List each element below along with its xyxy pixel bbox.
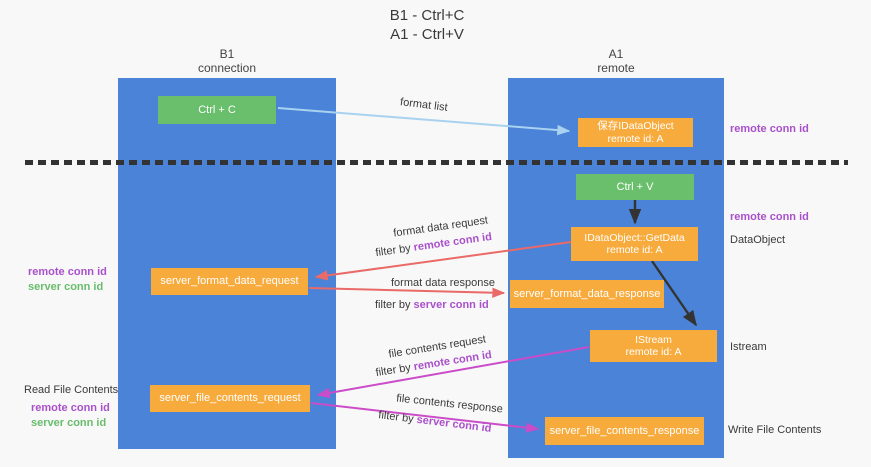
- save-idataobject-box: 保存IDataObject remote id: A: [578, 118, 693, 147]
- idataobject-getdata-box: IDataObject::GetData remote id: A: [571, 227, 698, 261]
- column-b1-name: B1: [219, 47, 235, 61]
- file-contents-response-label: file contents response: [395, 392, 504, 416]
- filter-by-remote-conn-id-label-1: filter by remote conn id: [375, 231, 493, 259]
- istream-sidelabel: Istream: [730, 341, 767, 353]
- getdata-label: IDataObject::GetData: [584, 231, 685, 244]
- column-header-a1: A1 remote: [556, 47, 676, 75]
- server-conn-id-highlight: server conn id: [413, 299, 489, 311]
- column-a1-subtitle: remote: [597, 61, 635, 75]
- column-a1-name: A1: [608, 47, 624, 61]
- save-idataobject-remote-id: remote id: A: [607, 132, 664, 145]
- filter-by-server-conn-id-label-2: filter by server conn id: [378, 409, 492, 435]
- ctrl-c-label: Ctrl + C: [198, 103, 236, 116]
- server-file-contents-request-box: server_file_contents_request: [150, 385, 310, 412]
- server-conn-id-highlight: server conn id: [415, 413, 493, 435]
- title-line-1: B1 - Ctrl+C: [389, 7, 465, 24]
- diagram-title: B1 - Ctrl+C A1 - Ctrl+V: [327, 6, 527, 44]
- filter-by-prefix: filter by: [374, 242, 412, 260]
- format-list-label: format list: [399, 96, 449, 114]
- column-header-b1: B1 connection: [167, 47, 287, 75]
- ctrl-v-label: Ctrl + V: [616, 180, 654, 193]
- remote-conn-id-sidelabel-1: remote conn id: [730, 123, 809, 135]
- save-idataobject-label: 保存IDataObject: [597, 120, 674, 132]
- remote-conn-id-sidelabel-2: remote conn id: [730, 211, 809, 223]
- filter-by-prefix: filter by: [375, 299, 411, 311]
- istream-remote-id: remote id: A: [625, 346, 682, 358]
- column-b1-subtitle: connection: [197, 61, 257, 75]
- format-data-response-label: format data response: [391, 277, 495, 289]
- server-format-data-response-box: server_format_data_response: [510, 280, 664, 308]
- server-conn-id-sidelabel-left-2: server conn id: [31, 417, 107, 429]
- server-format-data-request-box: server_format_data_request: [151, 268, 308, 295]
- istream-label: IStream: [635, 333, 672, 346]
- server-file-contents-request-label: server_file_contents_request: [159, 392, 301, 404]
- server-file-contents-response-label: server_file_contents_response: [549, 424, 700, 437]
- getdata-remote-id: remote id: A: [606, 244, 663, 256]
- remote-conn-id-sidelabel-left-2: remote conn id: [31, 402, 110, 414]
- filter-by-prefix: filter by: [377, 409, 415, 426]
- divider-dashed-line: [25, 160, 848, 165]
- dataobject-sidelabel: DataObject: [730, 234, 786, 246]
- title-line-2: A1 - Ctrl+V: [390, 26, 464, 43]
- ctrl-v-box: Ctrl + V: [576, 174, 694, 200]
- write-file-contents-sidelabel: Write File Contents: [728, 424, 822, 436]
- remote-conn-id-sidelabel-left-1: remote conn id: [28, 266, 107, 278]
- server-format-data-request-label: server_format_data_request: [160, 275, 299, 287]
- filter-by-server-conn-id-label-1: filter by server conn id: [375, 299, 489, 311]
- istream-box: IStream remote id: A: [590, 330, 717, 362]
- server-format-data-response-label: server_format_data_response: [513, 287, 661, 300]
- ctrl-c-box: Ctrl + C: [158, 96, 276, 124]
- server-file-contents-response-box: server_file_contents_response: [545, 417, 704, 445]
- read-file-contents-sidelabel: Read File Contents: [24, 384, 119, 396]
- server-conn-id-sidelabel-left-1: server conn id: [28, 281, 104, 293]
- filter-by-prefix: filter by: [374, 361, 412, 380]
